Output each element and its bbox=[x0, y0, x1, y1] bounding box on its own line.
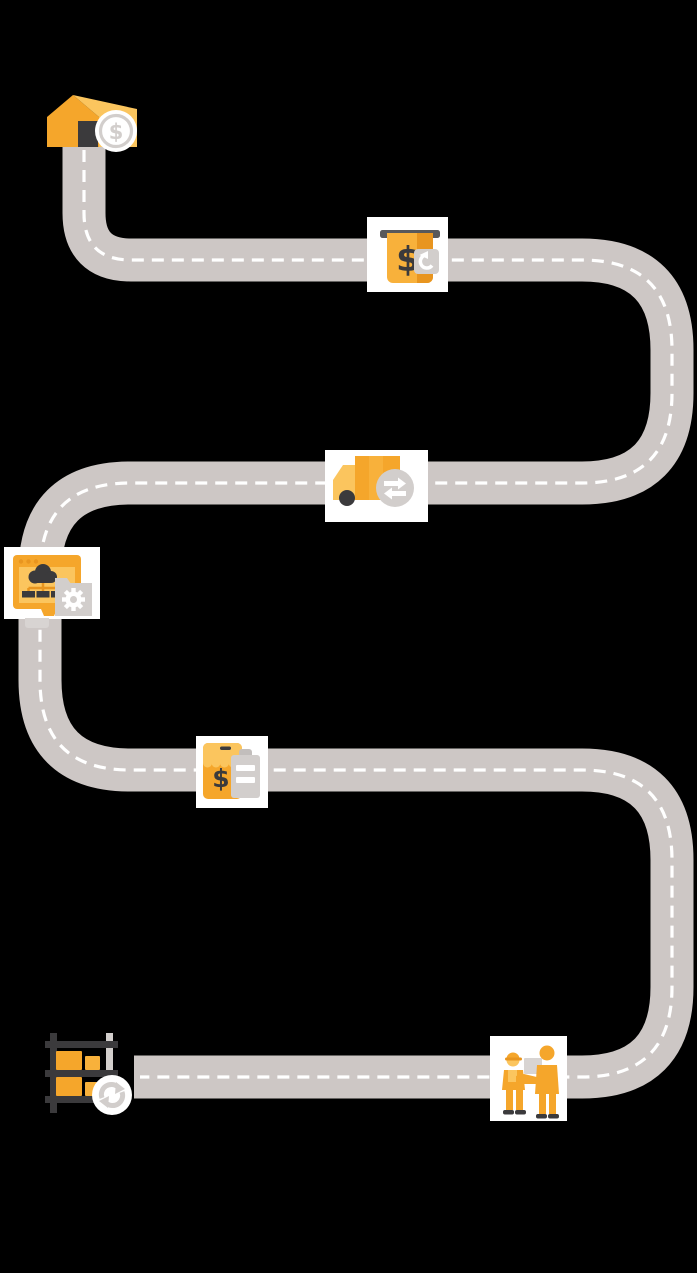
mobile-shop-dollar-icon: $ bbox=[203, 743, 260, 799]
phone-speaker bbox=[220, 746, 231, 750]
cash-slot-dollar-icon: $ bbox=[380, 230, 440, 283]
customer-head bbox=[539, 1045, 555, 1061]
courier-vest bbox=[508, 1070, 517, 1082]
box-icon bbox=[56, 1077, 82, 1096]
warehouse-door bbox=[78, 121, 98, 147]
cap-brim bbox=[505, 1057, 522, 1061]
road-surface bbox=[18, 144, 694, 1099]
network-node bbox=[36, 591, 50, 598]
station-truck-transfer-card bbox=[325, 450, 428, 522]
folder-gear-badge-icon bbox=[55, 578, 92, 616]
shelf-bar bbox=[45, 1041, 118, 1048]
station-warehouse-pricing: $ bbox=[47, 95, 137, 152]
station-mobile-billing-card: $ bbox=[196, 736, 268, 808]
courier-icon bbox=[502, 1052, 541, 1115]
network-links bbox=[27, 583, 59, 591]
station-cash-refund-card: $ bbox=[367, 217, 448, 292]
box-icon bbox=[56, 1051, 82, 1070]
station-cloud-platform-card bbox=[4, 547, 100, 619]
clipboard-badge-icon bbox=[231, 749, 260, 798]
sync-arrows-badge-icon bbox=[92, 1075, 132, 1115]
network-node bbox=[22, 591, 35, 598]
monitor-neck bbox=[41, 609, 57, 616]
customer-icon bbox=[524, 1045, 559, 1119]
package-handover-icon bbox=[502, 1045, 559, 1119]
courier-cap bbox=[506, 1052, 520, 1059]
station-shelf-restock bbox=[45, 1033, 132, 1115]
road-center-dashes bbox=[38, 150, 674, 1079]
gear-icon bbox=[62, 588, 85, 611]
undo-arrow-badge-icon bbox=[414, 249, 439, 274]
delivery-truck-icon bbox=[333, 456, 414, 507]
station-package-handover-card bbox=[490, 1036, 567, 1121]
shelf-boxes-icon bbox=[45, 1033, 118, 1113]
dollar-coin-icon: $ bbox=[95, 110, 137, 152]
browser-cloud-network-icon bbox=[13, 555, 92, 616]
coin-dollar-glyph: $ bbox=[109, 120, 124, 144]
shelf-bar bbox=[45, 1096, 118, 1103]
cash-dollar-glyph: $ bbox=[396, 240, 420, 280]
box-icon bbox=[85, 1056, 100, 1070]
customer-arm bbox=[524, 1078, 538, 1084]
phone-dollar-glyph: $ bbox=[212, 764, 229, 793]
cloud-icon bbox=[28, 564, 57, 584]
truck-wheel bbox=[339, 490, 355, 506]
shelf-bar bbox=[45, 1070, 118, 1077]
monitor-base bbox=[25, 618, 49, 628]
swap-arrows-badge-icon bbox=[376, 469, 414, 507]
